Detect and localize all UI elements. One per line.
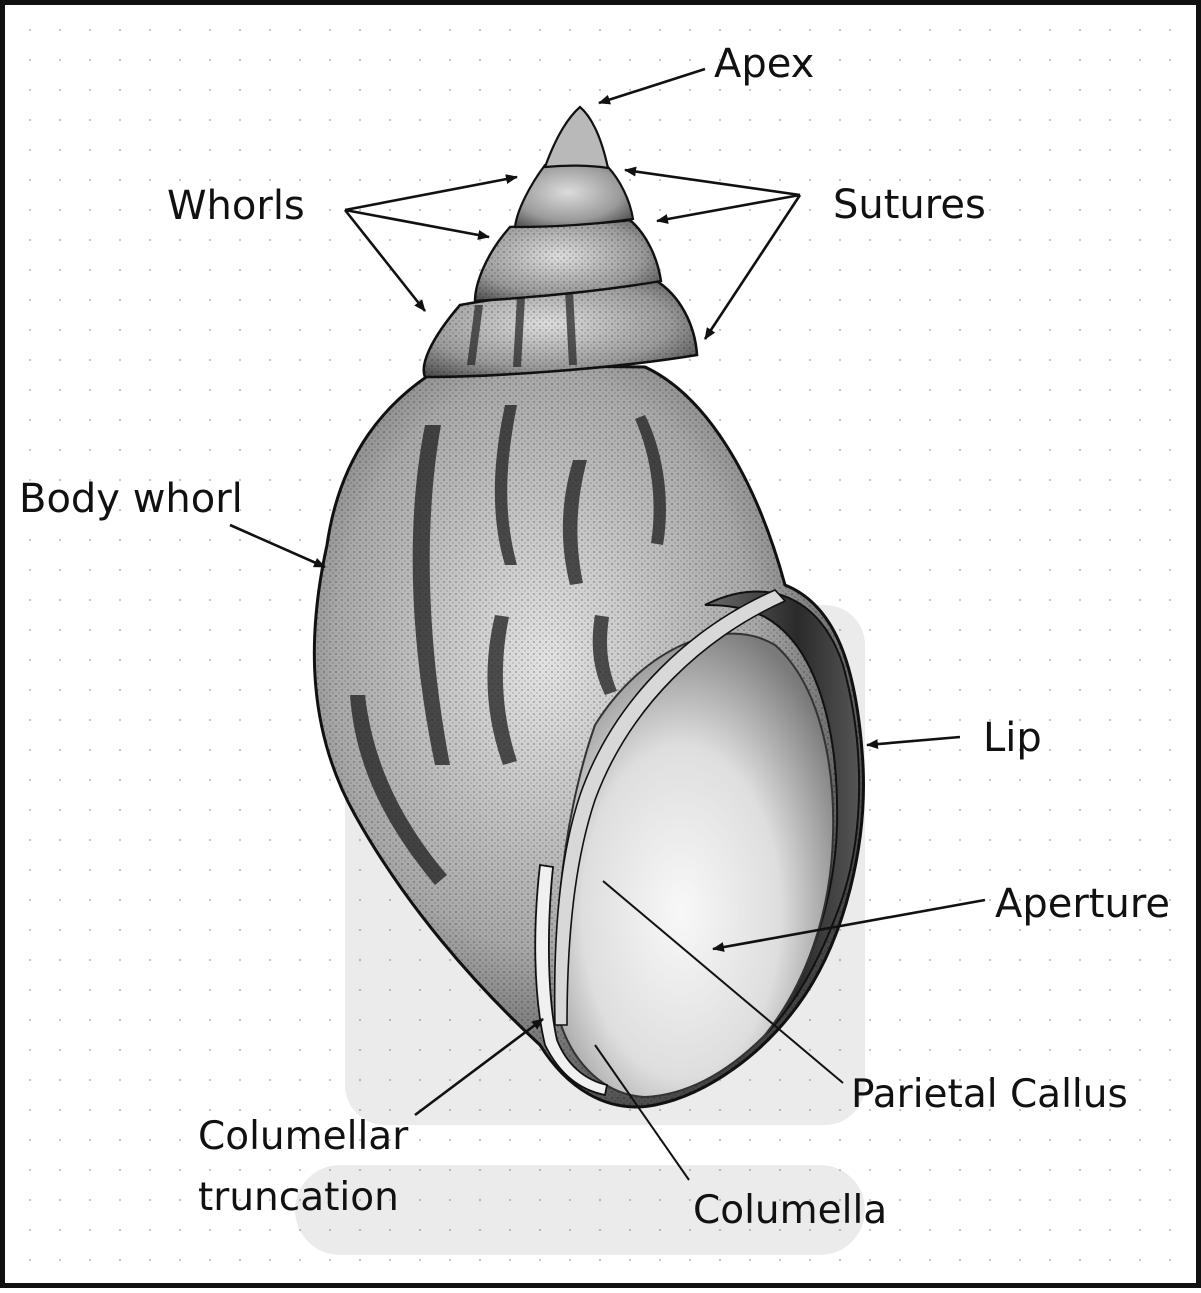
- spire-whorl-1: [515, 164, 633, 227]
- label-columella: Columella: [693, 1188, 887, 1233]
- label-whorls: Whorls: [167, 183, 305, 229]
- snail-shell-diagram: Apex Whorls Sutures Body whorl Lip Apert…: [5, 5, 1201, 1293]
- label-body-whorl: Body whorl: [19, 476, 243, 522]
- shell-apex: [545, 107, 608, 168]
- label-aperture: Aperture: [995, 881, 1170, 927]
- label-apex: Apex: [714, 41, 814, 87]
- label-sutures: Sutures: [833, 182, 986, 228]
- label-parietal-callus: Parietal Callus: [851, 1072, 1128, 1117]
- label-lip: Lip: [983, 715, 1042, 761]
- label-columellar-line1: Columellar: [198, 1114, 409, 1159]
- label-columellar-line2: truncation: [198, 1175, 399, 1220]
